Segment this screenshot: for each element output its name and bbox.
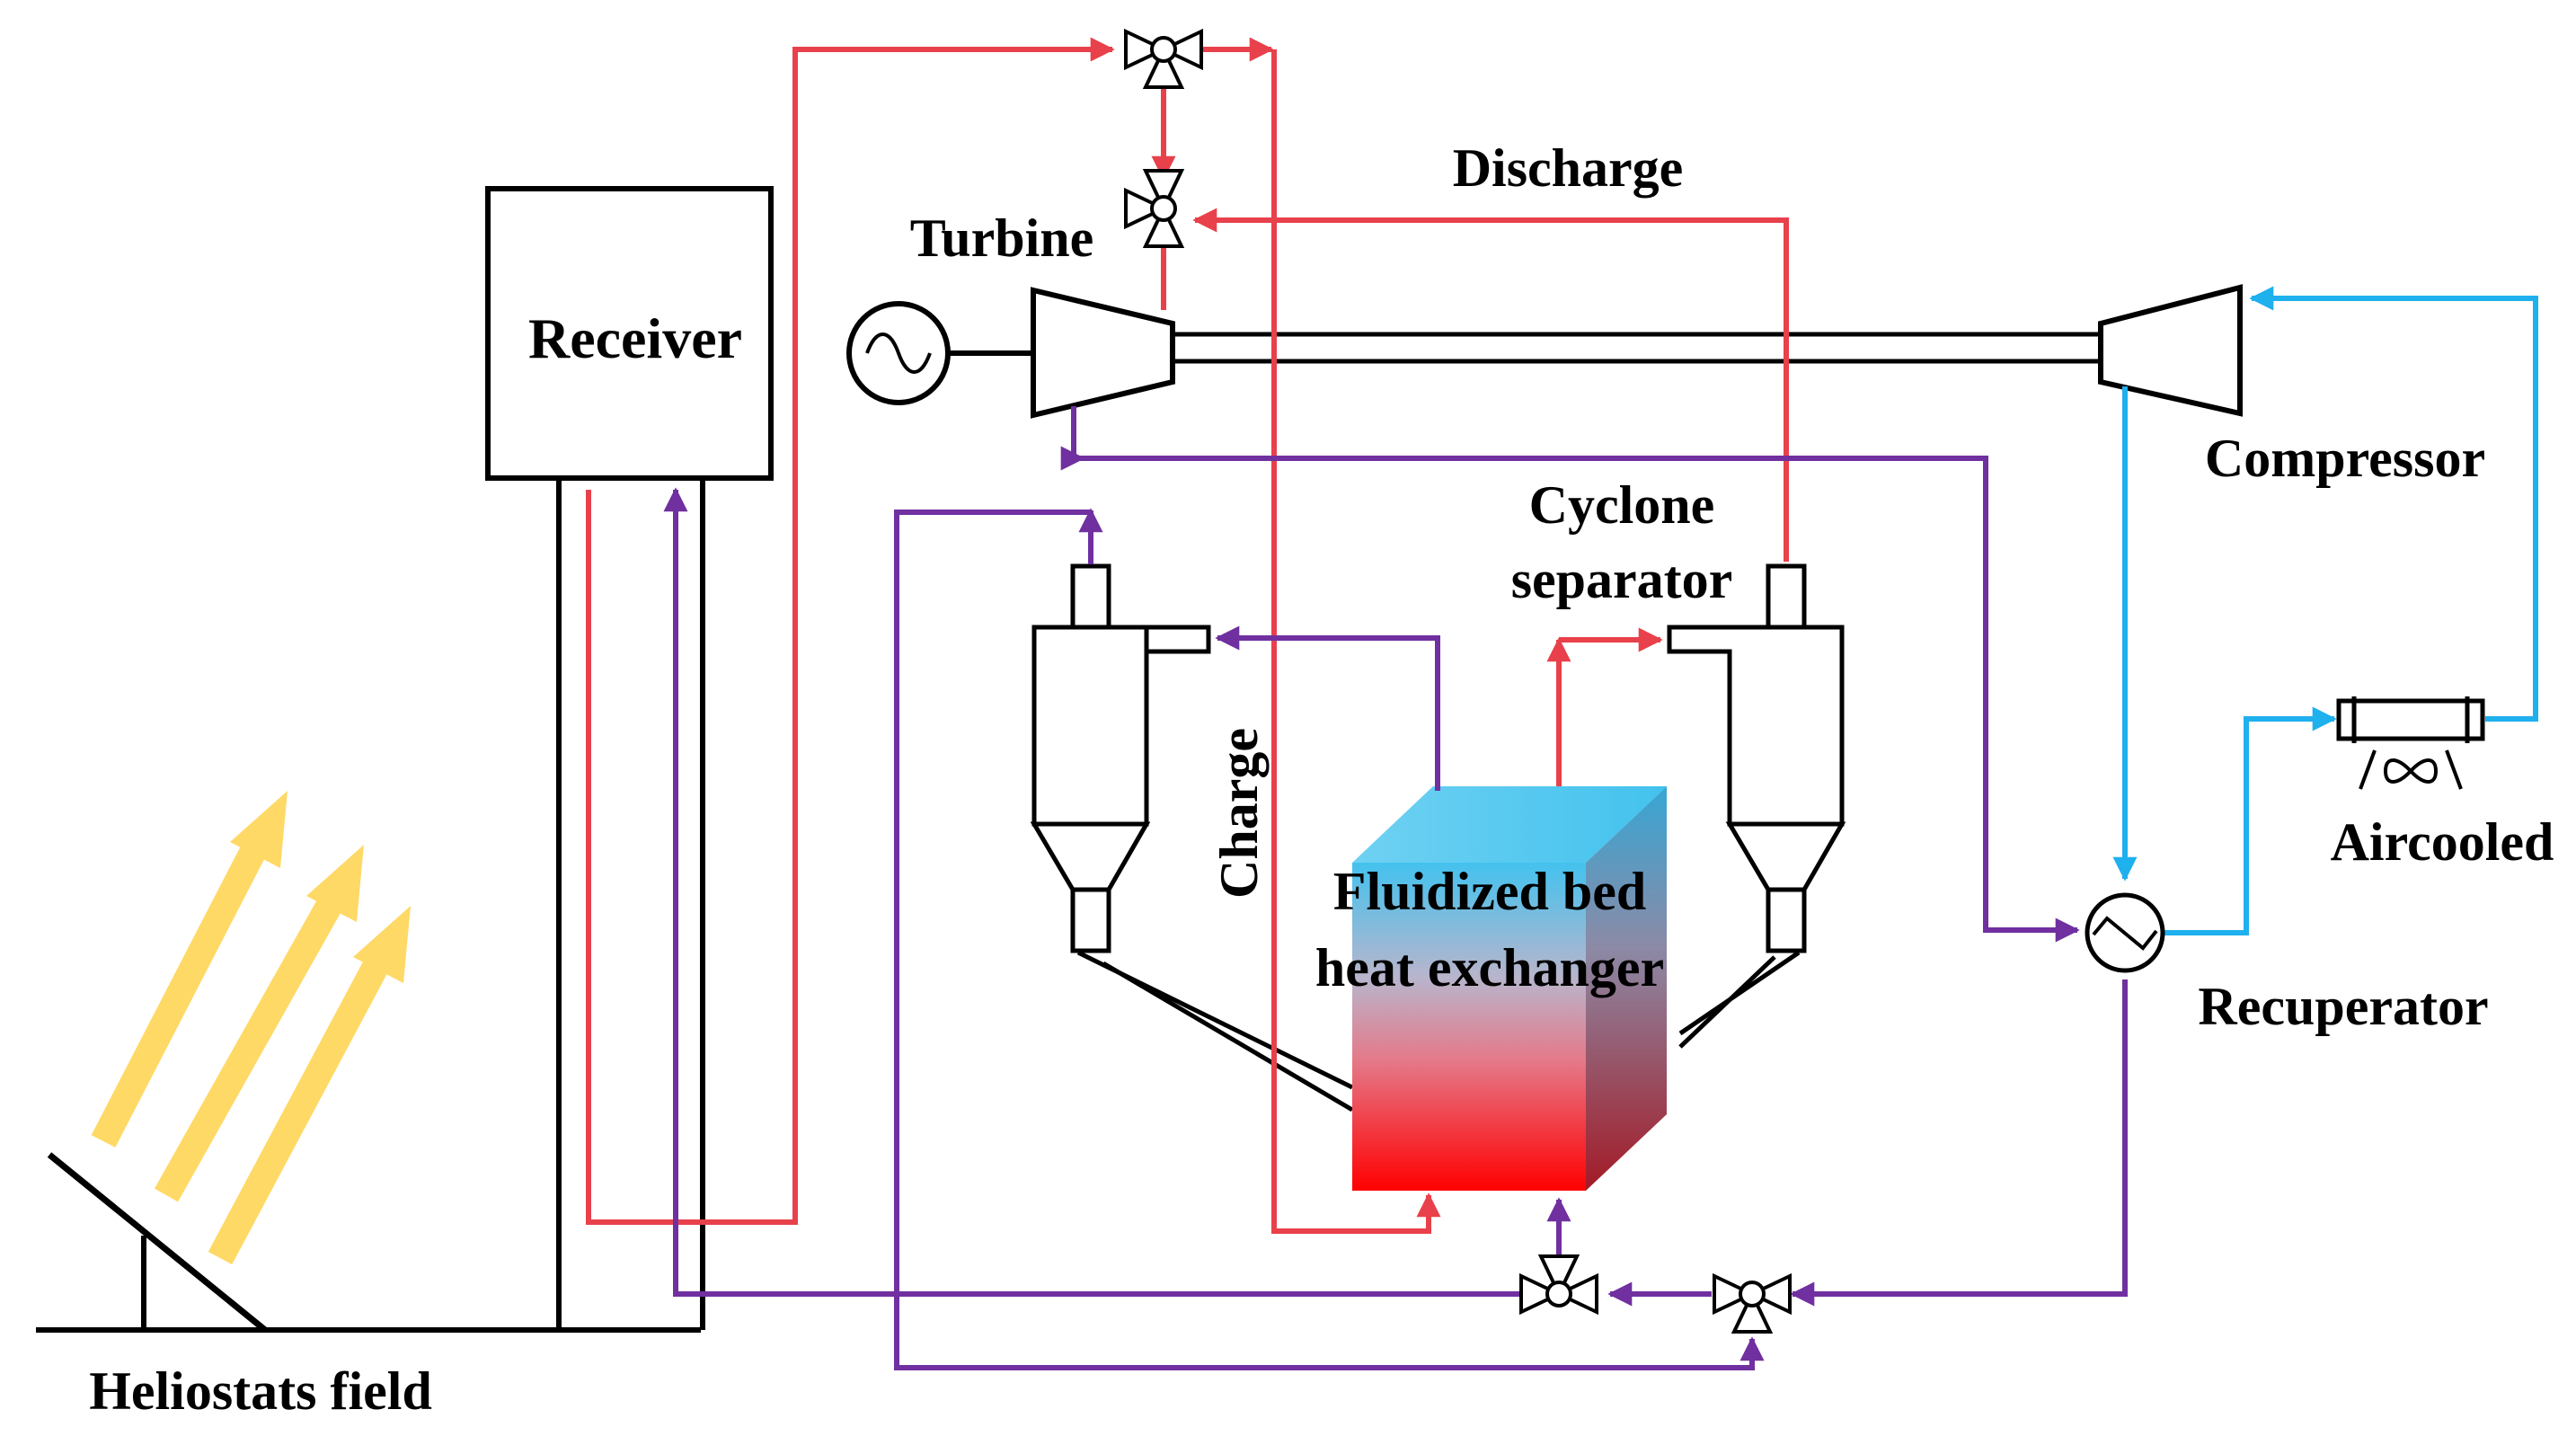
receiver-tower (485, 186, 774, 1330)
turbine-label: Turbine (910, 208, 1094, 268)
fluidized-bed-heat-exchanger (1352, 786, 1667, 1191)
cyclone-dipleg-right (1678, 950, 1801, 1049)
air-cooler-icon (2336, 696, 2485, 790)
sun-rays (91, 791, 411, 1265)
recuperator-to-cooler-line (2161, 706, 2337, 935)
cyclone-separator-right (1667, 563, 1846, 953)
bed-to-cyclone-charge-line (1215, 625, 1440, 791)
three-way-valve-icon (1124, 28, 1203, 89)
cold-stream-lines (663, 406, 2128, 1370)
cyclone-separator-label-line1: Cyclone (1529, 475, 1715, 535)
block-top-face (1352, 786, 1667, 863)
receiver-label: Receiver (528, 306, 742, 370)
block-front-face (1352, 863, 1586, 1191)
heat-exchanger-icon (2085, 892, 2165, 973)
power-block (846, 284, 2243, 419)
compressor-label: Compressor (2205, 429, 2485, 488)
cyclone-separator-label-line2: separator (1511, 550, 1733, 609)
sun-ray-arrow (154, 845, 364, 1202)
cyclone-dipleg-left (1076, 950, 1354, 1112)
cyclone-separator-left (1030, 563, 1211, 953)
recuperator-out-line (1790, 979, 2128, 1307)
block-side-face (1586, 786, 1667, 1191)
generator-icon (846, 301, 951, 405)
turbine-shape (1031, 287, 1175, 419)
receiver-outlet-line (586, 37, 1115, 1225)
three-way-valve-icon (1713, 1272, 1792, 1334)
turbine-compressor-shaft (1173, 332, 2101, 364)
heliostats-field-label: Heliostats field (89, 1361, 432, 1421)
three-way-valve-icon (1124, 169, 1185, 248)
compressor-shape (2098, 284, 2243, 417)
co2-stream-lines (2112, 286, 2538, 935)
recuperator-label: Recuperator (2198, 977, 2488, 1036)
sun-ray-arrow (91, 791, 288, 1148)
sun-ray-arrow (208, 906, 411, 1265)
discharge-label: Discharge (1453, 138, 1684, 198)
exhaust-to-recuperator-line (1074, 456, 2080, 943)
heliostats-field (36, 1152, 701, 1333)
cooler-to-compressor-line (2249, 286, 2538, 722)
charge-label: Charge (1209, 728, 1269, 899)
receiver-box (485, 186, 774, 481)
fluidized-bed-label-line2: heat exchanger (1315, 938, 1664, 997)
heliostat-mirror (47, 1152, 268, 1333)
turbine-exhaust-line (1060, 406, 1085, 471)
charge-loop-line (894, 510, 1765, 1370)
aircooled-label: Aircooled (2331, 812, 2554, 872)
fluidized-bed-label-line1: Fluidized bed (1333, 862, 1646, 921)
valve-to-receiver-line (663, 487, 1521, 1297)
cyclone-return-line (1192, 208, 1789, 562)
three-way-valve-icon (1519, 1254, 1598, 1316)
